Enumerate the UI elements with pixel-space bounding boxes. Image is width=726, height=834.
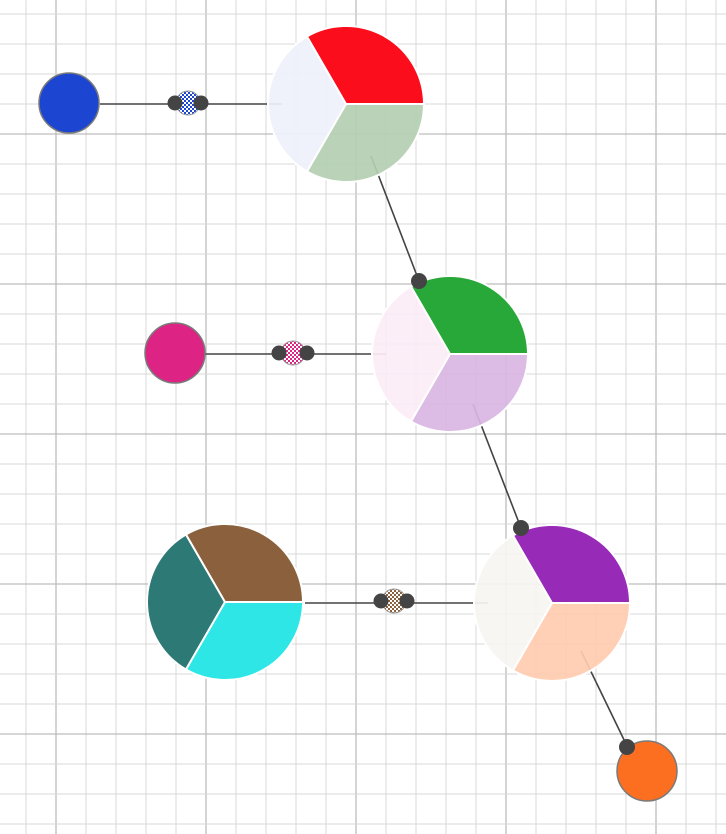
wheel-3-left-segment[interactable] (473, 534, 554, 672)
mixer-2-right-handle[interactable] (299, 345, 315, 361)
mixer-3-left-handle[interactable] (373, 593, 389, 609)
wheel-1-bottom-right-segment[interactable] (305, 103, 426, 183)
color-wheel-3[interactable] (473, 524, 632, 682)
wheel-2-input-handle[interactable] (411, 273, 427, 289)
wheel-2-left-segment[interactable] (371, 285, 452, 423)
wheel-1-left-segment[interactable] (267, 35, 348, 173)
color-wheel-4[interactable] (146, 523, 305, 681)
color-wheels (146, 25, 632, 682)
orange-dot-input-handle[interactable] (619, 739, 635, 755)
link-wheel-1-to-wheel-2 (370, 155, 420, 282)
wheel-2-bottom-right-segment[interactable] (409, 353, 530, 433)
mixer-node-1[interactable] (167, 90, 209, 116)
connector-handles (411, 273, 635, 755)
wheel-3-input-handle[interactable] (513, 520, 529, 536)
mixer-2-left-handle[interactable] (271, 345, 287, 361)
wheel-4-top-right-segment[interactable] (184, 523, 305, 603)
wheel-3-top-right-segment[interactable] (511, 524, 632, 604)
orange-color-dot[interactable] (616, 740, 678, 802)
mixer-1-right-handle[interactable] (193, 95, 209, 111)
mixer-1-left-handle[interactable] (167, 95, 183, 111)
wheel-4-bottom-right-segment[interactable] (184, 601, 305, 681)
blue-color-dot[interactable] (38, 72, 100, 134)
color-wheel-2[interactable] (371, 275, 530, 433)
wheel-3-bottom-right-segment[interactable] (511, 602, 632, 682)
mixer-nodes (167, 90, 415, 614)
magenta-color-dot[interactable] (144, 322, 206, 384)
color-wheel-1[interactable] (267, 25, 426, 183)
mixer-node-2[interactable] (271, 340, 315, 366)
wheel-1-top-right-segment[interactable] (305, 25, 426, 105)
wheel-2-top-right-segment[interactable] (409, 275, 530, 355)
wheel-4-left-segment[interactable] (146, 533, 227, 671)
color-dots (38, 72, 678, 802)
mixer-3-right-handle[interactable] (399, 593, 415, 609)
mixer-node-3[interactable] (373, 588, 415, 614)
